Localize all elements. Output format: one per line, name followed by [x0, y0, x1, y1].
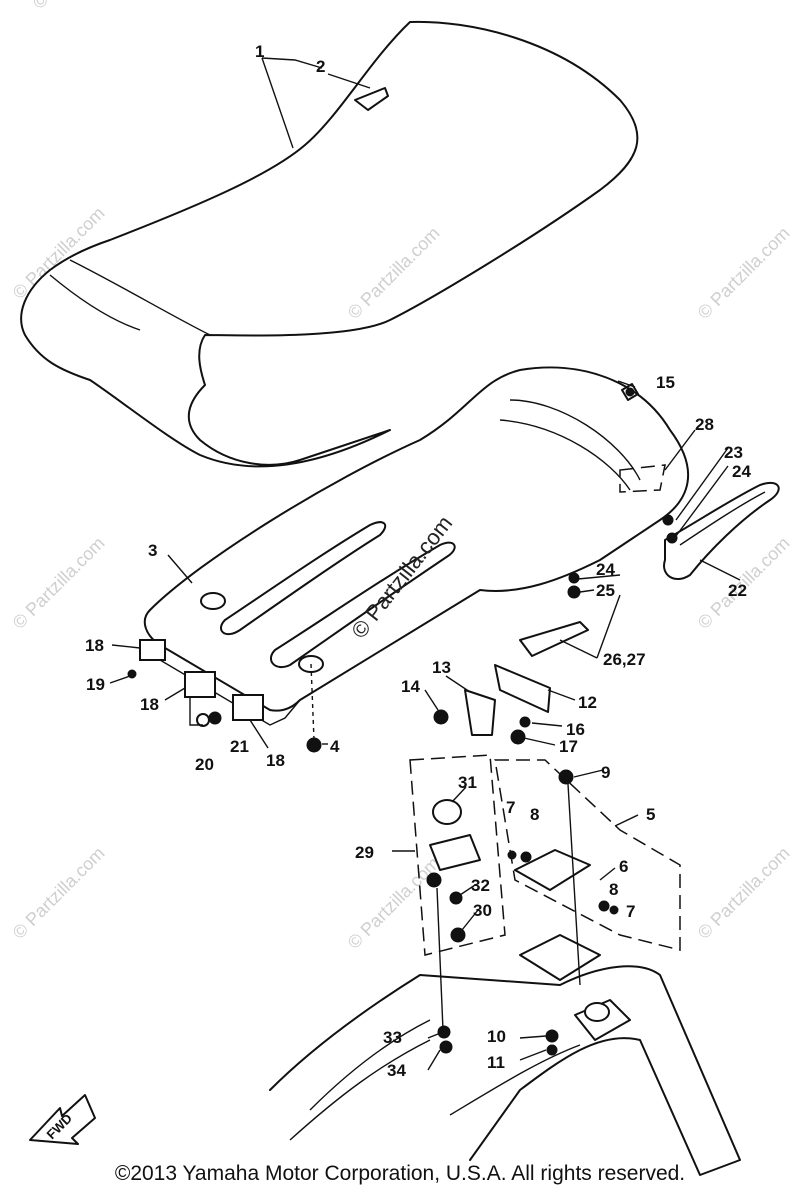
- cap-31: [432, 799, 462, 825]
- callout-label: 1: [255, 42, 264, 61]
- washer-8: [598, 900, 610, 912]
- screw-32: [449, 891, 463, 905]
- watermark: © Partzilla.com: [344, 853, 444, 953]
- seat-lock-group-29: [409, 754, 506, 1054]
- callout-label: 8: [530, 805, 539, 824]
- hull: [269, 934, 741, 1176]
- seat-cover: [20, 20, 639, 468]
- nut-34: [439, 1040, 453, 1054]
- callout-label: 18: [85, 636, 104, 655]
- callout-label: 28: [695, 415, 714, 434]
- callout-label: 3: [148, 541, 157, 560]
- callout-label: 22: [728, 581, 747, 600]
- callout-label: 30: [473, 901, 492, 920]
- lock-post: [584, 1002, 610, 1022]
- washer-24: [666, 532, 678, 544]
- callout-label: 13: [432, 658, 451, 677]
- nut-11: [546, 1044, 558, 1056]
- grab-strap: [663, 481, 780, 580]
- callout-label: 29: [355, 843, 374, 862]
- callout-label: 16: [566, 720, 585, 739]
- base-stopper: [200, 592, 226, 610]
- callout-label: 24: [732, 462, 751, 481]
- callout-label: 20: [195, 755, 214, 774]
- seat-lock-group-5: [494, 759, 681, 1056]
- watermark: © Partzilla.com: [9, 843, 109, 943]
- nut-10: [545, 1029, 559, 1043]
- callout-label: 24: [596, 560, 615, 579]
- bolt-23: [662, 514, 674, 526]
- bolt-head: [426, 872, 442, 888]
- callout-label: 26,27: [603, 650, 646, 669]
- callout-label: 34: [387, 1061, 406, 1080]
- watermark: © Partzilla.com: [29, 0, 129, 13]
- washer-8: [520, 851, 532, 863]
- callout-label: 15: [656, 373, 675, 392]
- bracket-18: [184, 671, 216, 698]
- callout-label: 8: [609, 880, 618, 899]
- washer-16: [519, 716, 531, 728]
- callout-label: 17: [559, 737, 578, 756]
- seat-base: [143, 366, 689, 726]
- watermark: © Partzilla.com: [9, 533, 109, 633]
- hardware: [127, 383, 678, 753]
- washer-24: [568, 572, 580, 584]
- callout-label: 7: [626, 902, 635, 921]
- screw-30: [450, 927, 466, 943]
- bracket-18: [139, 639, 166, 661]
- fwd-arrow: FWD: [29, 1094, 96, 1145]
- washer-20: [196, 713, 210, 727]
- callout-label: 32: [471, 876, 490, 895]
- callout-label: 4: [330, 737, 340, 756]
- callout-label: 23: [724, 443, 743, 462]
- callout-label: 14: [401, 677, 420, 696]
- callout-label: 2: [316, 57, 325, 76]
- leader-lines: [109, 57, 741, 1071]
- callout-label: 7: [506, 798, 515, 817]
- watermark-layer: © Partzilla.com © Partzilla.com © Partzi…: [9, 0, 794, 953]
- fwd-label: FWD: [44, 1111, 76, 1143]
- washer-21: [208, 711, 222, 725]
- callout-label: 11: [487, 1053, 505, 1072]
- bracket-18: [232, 694, 264, 721]
- watermark: © Partzilla.com: [694, 223, 794, 323]
- callout-label: 18: [140, 695, 159, 714]
- callout-label: 9: [601, 763, 610, 782]
- callout-label: 12: [578, 693, 597, 712]
- nut-14: [433, 709, 449, 725]
- center-watermark: © Partzilla.com: [346, 511, 457, 643]
- bolt-9: [558, 769, 574, 785]
- callout-label: 19: [86, 675, 105, 694]
- callout-label: 31: [458, 773, 477, 792]
- watermark: © Partzilla.com: [344, 223, 444, 323]
- nut-25: [567, 585, 581, 599]
- nut-17: [510, 729, 526, 745]
- callout-label: 25: [596, 581, 615, 600]
- callout-label: 6: [619, 857, 628, 876]
- washer-33: [437, 1025, 451, 1039]
- watermark: © Partzilla.com: [9, 203, 109, 303]
- watermark: © Partzilla.com: [694, 843, 794, 943]
- callout-label: 18: [266, 751, 285, 770]
- callout-label: 21: [230, 737, 249, 756]
- callout-label: 10: [487, 1027, 506, 1046]
- washer-7: [609, 905, 619, 915]
- copyright-notice: ©2013 Yamaha Motor Corporation, U.S.A. A…: [114, 1162, 686, 1185]
- nut-4: [306, 737, 322, 753]
- callout-label: 33: [383, 1028, 402, 1047]
- callout-labels: 1 2 3 4 5 6 7 7 8 8 9 10 11 12 13 14 15 …: [85, 42, 751, 1080]
- screw-15: [625, 387, 635, 397]
- washer-7: [507, 850, 517, 860]
- callout-label: 5: [646, 805, 655, 824]
